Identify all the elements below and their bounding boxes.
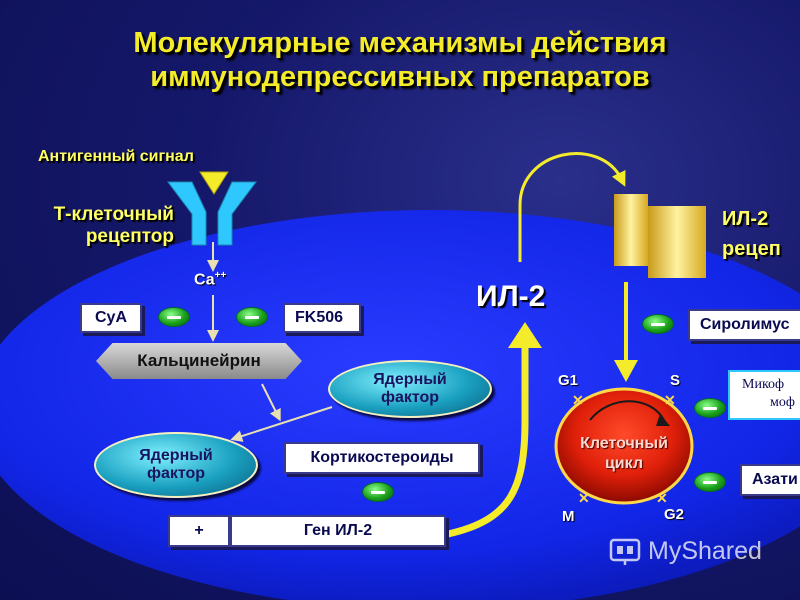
phase-g1: G1 bbox=[558, 372, 579, 389]
phase-m: M bbox=[562, 508, 575, 525]
calcium-label: Са++ bbox=[194, 270, 226, 289]
phase-g2: G2 bbox=[664, 506, 685, 523]
corticosteroids-inhibit-icon bbox=[362, 482, 394, 502]
sirolimus-box: Сиролимус bbox=[688, 309, 800, 341]
il2-receptor-block-right bbox=[648, 206, 706, 278]
page-title-line-1: Молекулярные механизмы действия bbox=[133, 27, 667, 59]
tick-g1: ✕ bbox=[572, 392, 584, 408]
calcineurin-label: Кальцинейрин bbox=[137, 351, 261, 370]
il2-label: ИЛ-2 bbox=[476, 280, 546, 313]
watermark-text: MyShared bbox=[648, 536, 762, 565]
cell-cycle-label: Клеточный цикл bbox=[556, 434, 692, 474]
nuclear-factor-top-line-1: Ядерный bbox=[373, 371, 447, 388]
corticosteroids-box: Кортикостероиды bbox=[284, 442, 480, 474]
t-cell-receptor-icon bbox=[167, 171, 257, 246]
mycophenolate-line-1: Микоф bbox=[742, 377, 785, 392]
il2-receptor-label-line-1: ИЛ-2 bbox=[722, 208, 769, 230]
mycophenolate-inhibit-icon bbox=[694, 398, 726, 418]
gene-il2-box: Ген ИЛ-2 bbox=[230, 515, 446, 547]
azathioprine-inhibit-icon bbox=[694, 472, 726, 492]
cell-cycle-circle bbox=[554, 387, 694, 505]
calcineurin-box: Кальцинейрин bbox=[96, 343, 302, 379]
gene-plus-box: + bbox=[168, 515, 230, 547]
mycophenolate-box: Микоф моф bbox=[728, 370, 800, 420]
watermark-logo-icon bbox=[609, 538, 641, 565]
cya-box: СуА bbox=[80, 303, 142, 333]
calcium-text: Са bbox=[194, 271, 215, 289]
cya-inhibit-icon bbox=[158, 307, 190, 327]
sirolimus-inhibit-icon bbox=[642, 314, 674, 334]
nuclear-factor-bottom-line-1: Ядерный bbox=[139, 447, 213, 464]
tick-s: ✕ bbox=[664, 392, 676, 408]
cell-cycle-line-2: цикл bbox=[604, 455, 644, 472]
calcium-superscript: ++ bbox=[214, 270, 227, 281]
nuclear-factor-bottom-line-2: фактор bbox=[146, 465, 206, 482]
page-title-line-2: иммунодепрессивных препаратов bbox=[150, 61, 650, 93]
watermark: MyShared bbox=[608, 534, 762, 568]
nuclear-factor-top-line-2: фактор bbox=[380, 389, 440, 406]
tcr-label-line-1: Т-клеточный bbox=[53, 204, 174, 225]
tick-m: ✕ bbox=[578, 490, 590, 506]
il2-receptor-block-left bbox=[614, 194, 648, 266]
azathioprine-box: Азати bbox=[740, 464, 800, 496]
il2-receptor-label-line-2: рецеп bbox=[722, 238, 781, 260]
fk506-inhibit-icon bbox=[236, 307, 268, 327]
mycophenolate-line-2: моф bbox=[770, 395, 795, 410]
tcr-label-line-2: рецептор bbox=[85, 226, 174, 247]
cell-cycle-line-1: Клеточный bbox=[580, 435, 668, 452]
fk506-box: FK506 bbox=[283, 303, 361, 333]
antigen-signal-label: Антигенный сигнал bbox=[38, 148, 194, 165]
tick-g2: ✕ bbox=[656, 490, 668, 506]
phase-s: S bbox=[670, 372, 681, 389]
